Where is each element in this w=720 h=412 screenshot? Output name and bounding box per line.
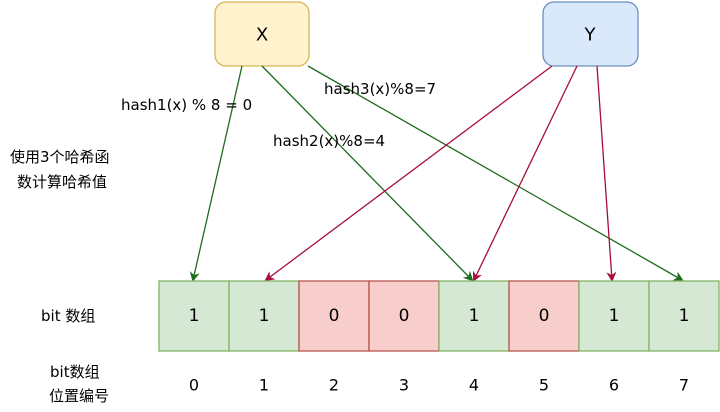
- node-y-label: Y: [584, 25, 597, 46]
- bit-cell-value: 1: [679, 306, 690, 326]
- node-y: Y: [542, 1, 639, 67]
- bit-cell-value: 0: [399, 306, 410, 326]
- bit-cell-value: 1: [189, 306, 200, 326]
- bit-cell: 1: [158, 280, 230, 352]
- bit-cell-box: [158, 280, 230, 352]
- arrow-x-to-bit0: [189, 65, 243, 282]
- bit-cell-box: [368, 280, 440, 352]
- bit-cell-value: 1: [609, 306, 620, 326]
- bit-cell: 1: [438, 280, 510, 352]
- hash-note-line1: 使用3个哈希函: [10, 148, 110, 166]
- hash2-label: hash2(x)%8=4: [273, 132, 385, 150]
- bit-cell-box: [648, 280, 720, 352]
- bit-cell-box: [508, 280, 580, 352]
- bit-cell: 1: [228, 280, 300, 352]
- bit-index-label-line2: 位置编号: [49, 387, 109, 405]
- bit-cell: 1: [578, 280, 650, 352]
- arrow-y-to-bit1: [264, 65, 553, 282]
- arrow-x-to-bit4: [261, 65, 474, 282]
- bit-index: 6: [609, 376, 619, 395]
- bit-cell-value: 1: [469, 306, 480, 326]
- bit-index-label-line1: bit数组: [50, 363, 100, 381]
- arrow-y-to-bit4: [472, 65, 578, 282]
- hash-note-line2: 数计算哈希值: [17, 173, 107, 191]
- arrow-y-to-bit6: [596, 65, 617, 282]
- node-x-label: X: [256, 25, 268, 46]
- bit-index-row: 0 1 2 3 4 5 6 7: [189, 376, 689, 395]
- bit-index: 5: [539, 376, 549, 395]
- node-x: X: [214, 1, 310, 67]
- bit-cell: 0: [508, 280, 580, 352]
- bit-cell-value: 0: [329, 306, 340, 326]
- hash1-label: hash1(x) % 8 = 0: [121, 96, 252, 114]
- arrow-x-to-bit7: [307, 65, 684, 281]
- bit-index: 3: [399, 376, 409, 395]
- bit-cell: 0: [368, 280, 440, 352]
- bit-index: 1: [259, 376, 269, 395]
- bit-array-label: bit 数组: [41, 307, 95, 325]
- bit-cell: 0: [298, 280, 370, 352]
- bit-cell-box: [298, 280, 370, 352]
- bit-cell-box: [228, 280, 300, 352]
- bit-index: 2: [329, 376, 339, 395]
- bit-cell-box: [438, 280, 510, 352]
- bit-index: 4: [469, 376, 479, 395]
- bit-array: 1 1 0 0 1 0 1 1: [158, 280, 720, 352]
- bit-cell: 1: [648, 280, 720, 352]
- bit-index: 7: [679, 376, 689, 395]
- bit-cell-value: 0: [539, 306, 550, 326]
- hash3-label: hash3(x)%8=7: [324, 80, 436, 98]
- bit-index: 0: [189, 376, 199, 395]
- bit-cell-value: 1: [259, 306, 270, 326]
